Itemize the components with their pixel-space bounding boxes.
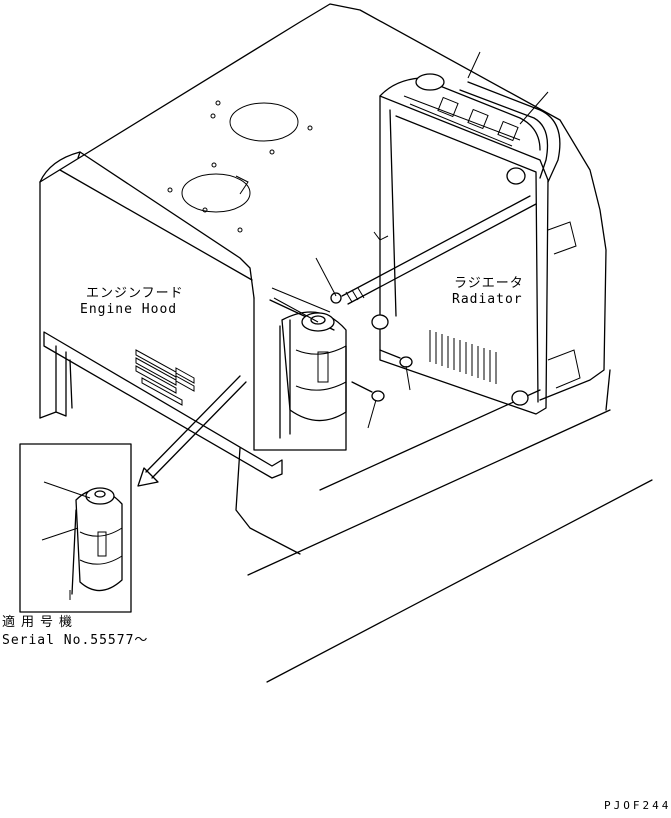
radiator-label-en: Radiator <box>452 292 523 307</box>
engine-hood <box>39 100 313 479</box>
bolts <box>351 349 413 402</box>
drawing-code: PJOF244 <box>604 799 671 812</box>
reserve-tank <box>253 292 347 451</box>
radiator <box>371 73 581 415</box>
engine-hood-label-en: Engine Hood <box>80 302 178 317</box>
leader-lines <box>271 51 549 429</box>
detail-inset <box>19 443 132 613</box>
overflow-hose <box>341 81 561 305</box>
radiator-label-jp: ラジエータ <box>454 276 524 291</box>
machine-body-outline <box>39 3 653 683</box>
engine-hood-label-jp: エンジンフード <box>86 286 184 301</box>
detail-arrow <box>137 375 247 487</box>
serial-label-en: Serial No.55577～ <box>2 633 149 648</box>
serial-label-jp: 適用号機 <box>2 615 79 630</box>
